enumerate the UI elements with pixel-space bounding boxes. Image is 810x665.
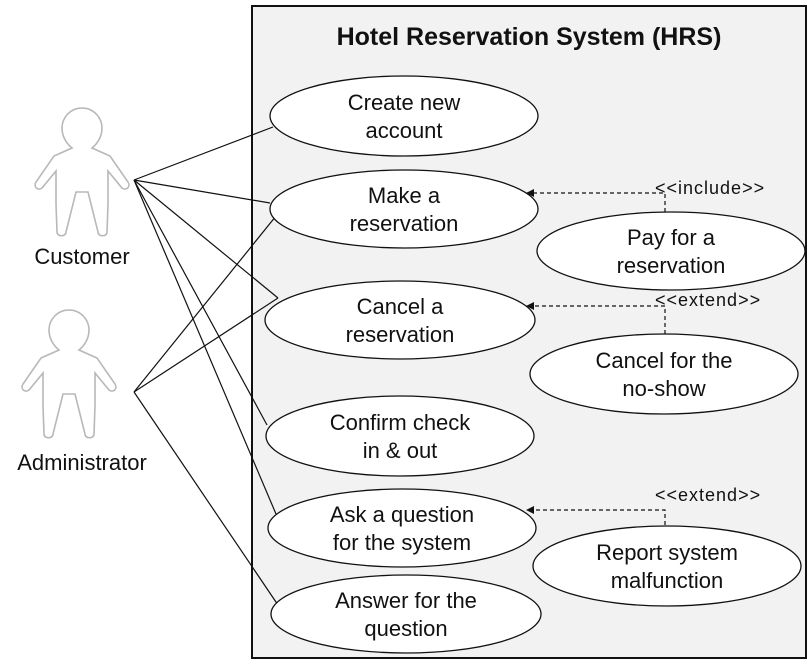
extend-label-malfunction: <<extend>> <box>655 485 761 505</box>
use-case-pay-reservation[interactable]: Pay for a reservation <box>536 211 806 291</box>
system-title: Hotel Reservation System (HRS) <box>337 23 722 51</box>
use-case-cancel-noshow-line1: Cancel for the <box>596 348 733 373</box>
administrator-actor[interactable] <box>21 309 117 439</box>
administrator-associations <box>133 215 279 606</box>
use-case-pay-reservation-line1: Pay for a <box>627 225 716 250</box>
customer-actor[interactable] <box>34 107 130 237</box>
use-case-answer-question[interactable]: Answer for the question <box>270 574 542 654</box>
use-case-make-reservation-line2: reservation <box>350 211 459 236</box>
use-case-answer-question-line1: Answer for the <box>335 588 477 613</box>
include-label: <<include>> <box>655 178 765 198</box>
use-case-create-account-line1: Create new <box>348 90 461 115</box>
use-case-cancel-noshow[interactable]: Cancel for the no-show <box>529 333 799 415</box>
extend-dependency-malfunction <box>526 506 666 525</box>
use-case-create-account-line2: account <box>365 118 442 143</box>
use-case-confirm-check-line1: Confirm check <box>330 410 472 435</box>
use-case-ask-question[interactable]: Ask a question for the system <box>267 488 537 568</box>
use-case-ask-question-line2: for the system <box>333 530 471 555</box>
extend-label-noshow: <<extend>> <box>655 290 761 310</box>
use-case-cancel-reservation-line1: Cancel a <box>357 294 445 319</box>
use-case-answer-question-line2: question <box>364 616 447 641</box>
administrator-actor-icon <box>21 309 117 439</box>
extend-dependency-noshow <box>526 302 666 334</box>
use-case-report-malfunction-line1: Report system <box>596 540 738 565</box>
use-case-ask-question-line1: Ask a question <box>330 502 474 527</box>
customer-actor-icon <box>34 107 130 237</box>
use-case-confirm-check-line2: in & out <box>363 438 438 463</box>
use-case-pay-reservation-line2: reservation <box>617 253 726 278</box>
use-case-make-reservation[interactable]: Make a reservation <box>269 169 539 249</box>
use-case-report-malfunction[interactable]: Report system malfunction <box>532 525 802 607</box>
use-case-cancel-reservation[interactable]: Cancel a reservation <box>264 280 536 360</box>
use-case-cancel-noshow-line2: no-show <box>622 376 705 401</box>
customer-associations <box>133 126 279 515</box>
use-case-make-reservation-line1: Make a <box>368 183 441 208</box>
use-case-confirm-check[interactable]: Confirm check in & out <box>265 395 535 477</box>
use-case-report-malfunction-line2: malfunction <box>611 568 724 593</box>
administrator-label: Administrator <box>17 450 147 475</box>
use-case-cancel-reservation-line2: reservation <box>346 322 455 347</box>
customer-label: Customer <box>34 244 129 269</box>
use-case-create-account[interactable]: Create new account <box>269 75 539 157</box>
